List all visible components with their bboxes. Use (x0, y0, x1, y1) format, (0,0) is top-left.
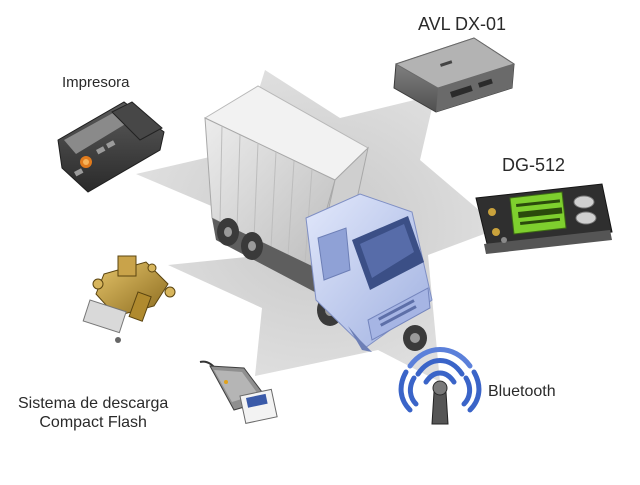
dg512-label: DG-512 (502, 155, 566, 175)
bluetooth-icon (398, 347, 482, 425)
sensor-valve-icon (82, 255, 176, 343)
printer-label: Impresora (62, 74, 130, 91)
avl-device-icon (393, 37, 516, 113)
avl-dx01-label: AVL DX-01 (418, 14, 507, 34)
download-system-label: Sistema de descarga Compact Flash (18, 394, 168, 432)
printer-icon (57, 101, 165, 193)
download-system-label-line1: Sistema de descarga (18, 395, 169, 412)
compact-flash-reader-icon (199, 360, 278, 424)
download-system-label-line2: Compact Flash (39, 414, 147, 431)
truck-icon (203, 85, 433, 352)
dg512-display-icon (475, 183, 613, 254)
bluetooth-label: Bluetooth (488, 383, 556, 400)
